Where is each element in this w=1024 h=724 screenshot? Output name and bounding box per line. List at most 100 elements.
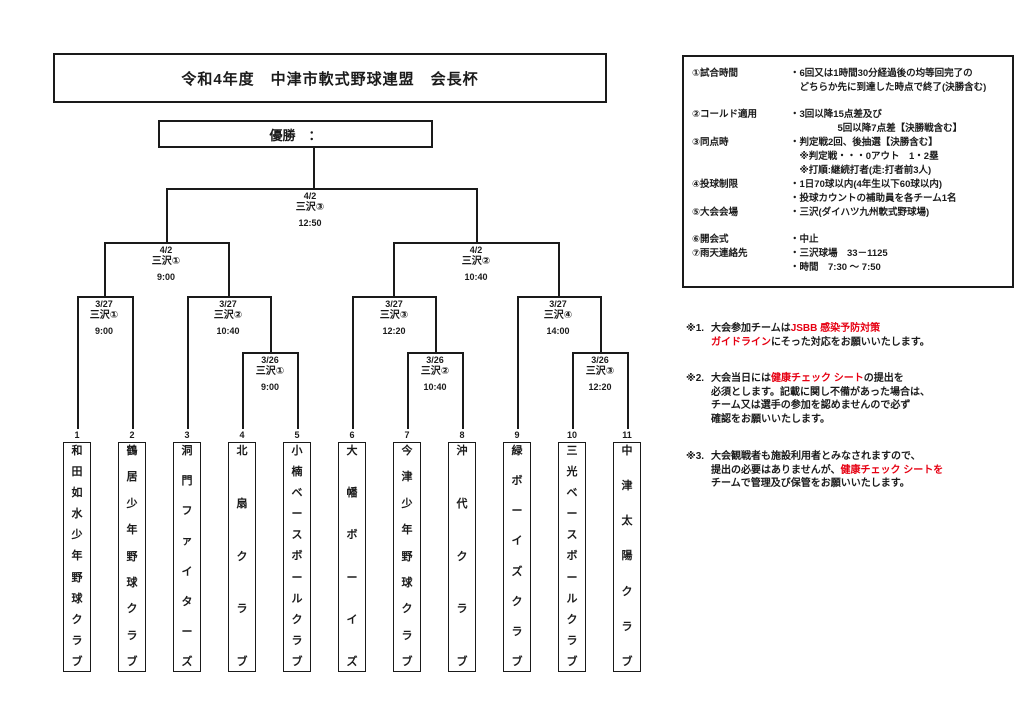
rule-value: ・三沢球場 33－1125 ・時間 7:30 ～ 7:50 — [790, 248, 888, 273]
rule-value: ・1日70球以内(4年生以下60球以内) ・投球カウントの補助員を各チーム1名 — [790, 179, 957, 204]
rule-label: ②コールド適用 — [692, 109, 758, 120]
rule-label: ⑦雨天連絡先 — [692, 248, 748, 259]
bracket-line — [393, 242, 560, 244]
team-name-box: 鶴居少年野球クラブ — [118, 442, 146, 672]
bracket-line — [270, 296, 272, 352]
bracket-line — [476, 188, 478, 242]
match-date: 4/2 — [469, 245, 483, 255]
bracket-line — [572, 352, 629, 354]
rule-label: ⑤大会会場 — [692, 207, 739, 218]
title-box: 令和4年度 中津市軟式野球連盟 会長杯 — [53, 53, 607, 103]
bracket-line — [187, 296, 272, 298]
bracket-line — [600, 296, 602, 352]
rule-row: ①試合時間・6回又は1時間30分経過後の均等回完了の どちらか先に到達した時点で… — [692, 67, 1006, 95]
note-text: 大会当日には健康チェック シートの提出を必須とします。記載に関し不備があった場合… — [711, 373, 930, 425]
match-venue: 三沢④ — [543, 310, 573, 321]
rule-label: ④投球制限 — [692, 179, 739, 190]
team-number: 7 — [404, 430, 410, 440]
match-date: 3/26 — [261, 355, 279, 365]
bracket-line — [132, 296, 134, 429]
rule-row: ⑦雨天連絡先 ・三沢球場 33－1125 ・時間 7:30 ～ 7:50 — [692, 247, 1006, 275]
note-marker: ※1. — [686, 323, 705, 334]
team-number: 1 — [74, 430, 80, 440]
match-venue: 三沢② — [213, 310, 243, 321]
rule-value: ・中止 — [790, 234, 819, 245]
team-number: 10 — [566, 430, 577, 440]
match-venue: 三沢③ — [379, 310, 409, 321]
match-venue: 三沢③ — [295, 202, 325, 213]
team-number: 5 — [294, 430, 300, 440]
team-column-8: 8 沖代クラブ — [448, 429, 476, 672]
bracket-line — [166, 188, 478, 190]
note: ※3. 大会観戦者も施設利用者とみなされますので、提出の必要はありませんが、健康チ… — [686, 450, 1020, 491]
rule-row: ⑥開会式 ・中止 — [692, 233, 1006, 247]
winner-label: 優勝 ： — [269, 127, 322, 143]
bracket-line — [393, 242, 395, 296]
bracket-line — [313, 148, 315, 188]
rule-value: ・判定戦2回、後抽選【決勝含む】 ※判定戦・・・0アウト 1・2塁 ※打順:継続… — [790, 137, 939, 176]
match-time: 9:00 — [156, 272, 175, 282]
match-venue: 三沢② — [420, 366, 450, 377]
rule-value: ・三沢(ダイハツ九州軟式野球場) — [790, 207, 930, 218]
note-marker: ※3. — [686, 451, 705, 462]
bracket-line — [627, 352, 629, 429]
match-time: 9:00 — [94, 326, 113, 336]
team-number: 8 — [459, 430, 465, 440]
bracket-line — [407, 352, 464, 354]
team-name-box: 和田如水少年野球クラブ — [63, 442, 91, 672]
rule-row: ⑤大会会場 ・三沢(ダイハツ九州軟式野球場) — [692, 206, 1006, 220]
match-time: 9:00 — [260, 382, 279, 392]
rule-label: ⑥開会式 — [692, 234, 729, 245]
bracket-line — [297, 352, 299, 429]
bracket-line — [462, 352, 464, 429]
match-date: 3/27 — [219, 299, 237, 309]
match-time: 14:00 — [546, 326, 570, 336]
rule-label: ③同点時 — [692, 137, 729, 148]
match-date: 4/2 — [159, 245, 173, 255]
bracket-line — [242, 352, 244, 429]
note-text: 大会観戦者も施設利用者とみなされますので、提出の必要はありませんが、健康チェック… — [711, 451, 944, 489]
bracket-line — [517, 296, 519, 429]
team-number: 11 — [622, 430, 632, 440]
bracket-line — [187, 296, 189, 429]
rule-value: ・3回以降15点差及び 5回以降7点差【決勝戦含む】 — [790, 109, 963, 134]
team-name-box: 三光ベースボールクラブ — [558, 442, 586, 672]
rule-row: ②コールド適用 ・3回以降15点差及び 5回以降7点差【決勝戦含む】 — [692, 108, 1006, 136]
team-number: 4 — [239, 430, 245, 440]
match-venue: 三沢③ — [585, 366, 615, 377]
team-name-box: 緑ボーイズクラブ — [503, 442, 531, 672]
rule-row: ③同点時 ・判定戦2回、後抽選【決勝含む】 ※判定戦・・・0アウト 1・2塁 ※打… — [692, 136, 1006, 178]
bracket-line — [517, 296, 602, 298]
bracket-line — [572, 352, 574, 429]
note: ※1.大会参加チームはJSBB 感染予防対策ガイドラインにそった対応をお願いいた… — [686, 322, 1020, 349]
bracket-line — [352, 296, 437, 298]
team-name-box: 沖代クラブ — [448, 442, 476, 672]
match-time: 10:40 — [216, 326, 240, 336]
note: ※2.大会当日には健康チェック シートの提出を必須とします。記載に関し不備があっ… — [686, 372, 1020, 426]
team-name-box: 今津少年野球クラブ — [393, 442, 421, 672]
rule-label: ①試合時間 — [692, 68, 739, 79]
team-name-box: 大幡ボーイズ — [338, 442, 366, 672]
bracket-line — [104, 242, 230, 244]
match-date: 3/27 — [549, 299, 567, 309]
match-time: 12:20 — [382, 326, 406, 336]
team-name-box: 洞門ファイターズ — [173, 442, 201, 672]
rules-panel: ①試合時間・6回又は1時間30分経過後の均等回完了の どちらか先に到達した時点で… — [682, 55, 1014, 288]
bracket-line — [77, 296, 134, 298]
match-venue: 三沢② — [461, 256, 491, 267]
bracket-line — [166, 188, 168, 242]
